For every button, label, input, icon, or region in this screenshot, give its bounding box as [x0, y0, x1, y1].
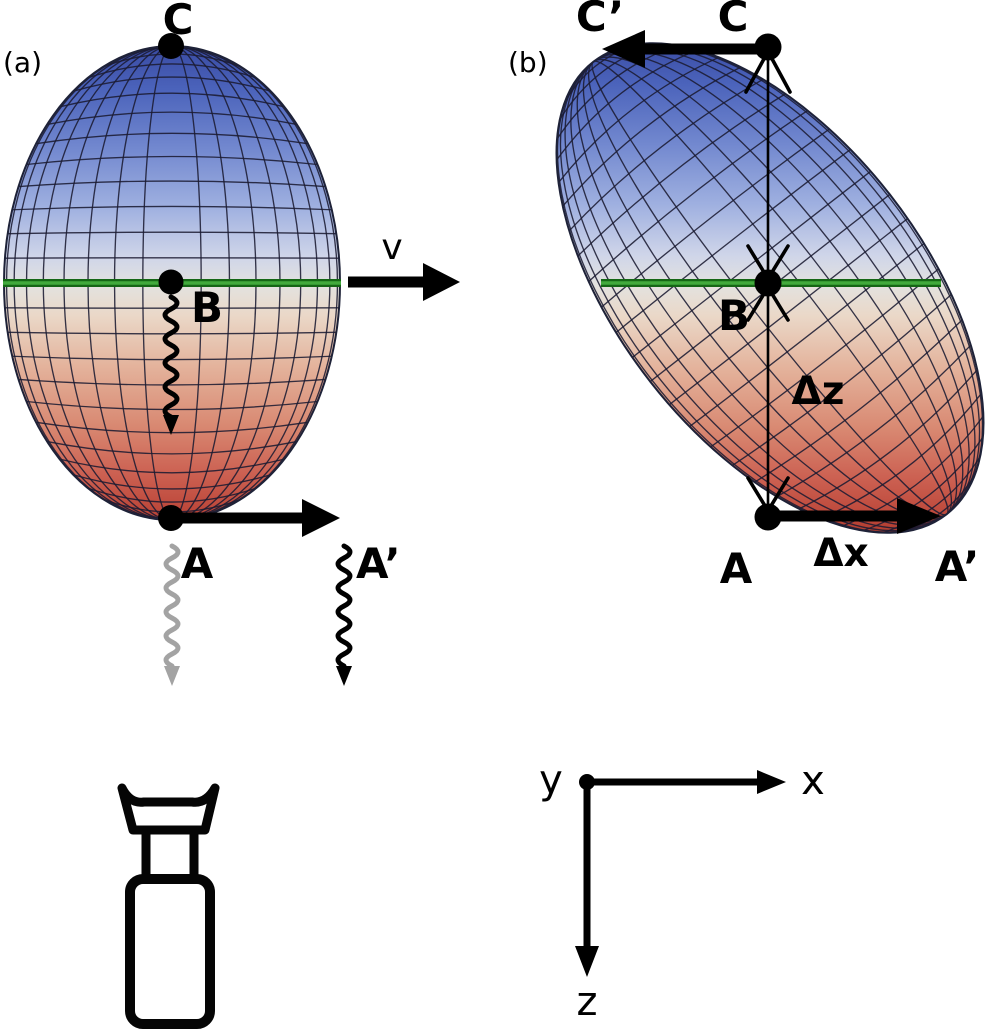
- delta-x-label: Δx: [813, 531, 868, 576]
- fluorescence-wave-b: [162, 294, 180, 420]
- velocity-label: v: [381, 227, 402, 268]
- fluorescence-wave-aprime: [335, 543, 353, 669]
- arrow-a-to-aprime-b: [770, 498, 941, 534]
- point-b-dot-a: [158, 269, 184, 295]
- velocity-arrow: [348, 263, 460, 301]
- point-c-dot-a: [158, 33, 184, 59]
- point-b-dot-b: [754, 269, 782, 297]
- z-axis-label: z: [577, 979, 598, 1025]
- point-a-label-a: A: [181, 539, 214, 588]
- panel-a: (a) v: [3, 0, 460, 686]
- x-axis-arrow: [587, 770, 786, 794]
- point-b-label-a: B: [191, 283, 223, 332]
- point-a-dot-b: [754, 503, 782, 531]
- z-axis-arrow: [575, 782, 599, 977]
- fluorescence-wave-a-faded: [163, 543, 181, 669]
- coordinate-axes: y x z: [539, 757, 825, 1025]
- point-a-label-b: A: [720, 544, 753, 593]
- point-cprime-label-b: C’: [576, 0, 624, 41]
- panel-b-label: (b): [508, 46, 548, 79]
- point-c-label-b: C: [718, 0, 749, 41]
- point-b-label-b: B: [718, 291, 750, 340]
- fluorescence-wave-a-faded-arrowhead: [164, 666, 180, 686]
- panel-b: (b): [508, 0, 1000, 593]
- point-aprime-label-b: A’: [935, 542, 980, 591]
- point-c-dot-b: [754, 33, 782, 61]
- y-axis-label: y: [539, 757, 563, 803]
- arrow-a-to-aprime-a: [174, 499, 340, 537]
- fluorescence-wave-aprime-arrowhead: [336, 666, 352, 686]
- point-a-dot-a: [158, 505, 184, 531]
- microscope-objective-icon: [117, 783, 220, 1029]
- point-c-label-a: C: [163, 0, 194, 44]
- panel-a-label: (a): [3, 46, 42, 79]
- x-axis-label: x: [801, 758, 825, 804]
- arrow-c-to-cprime: [602, 30, 768, 68]
- fluorescence-wave-b-arrowhead: [163, 415, 179, 435]
- ellipsoid-b-outline: [555, 42, 985, 534]
- delta-z-label: Δz: [792, 369, 845, 414]
- point-aprime-label-a: A’: [356, 539, 401, 588]
